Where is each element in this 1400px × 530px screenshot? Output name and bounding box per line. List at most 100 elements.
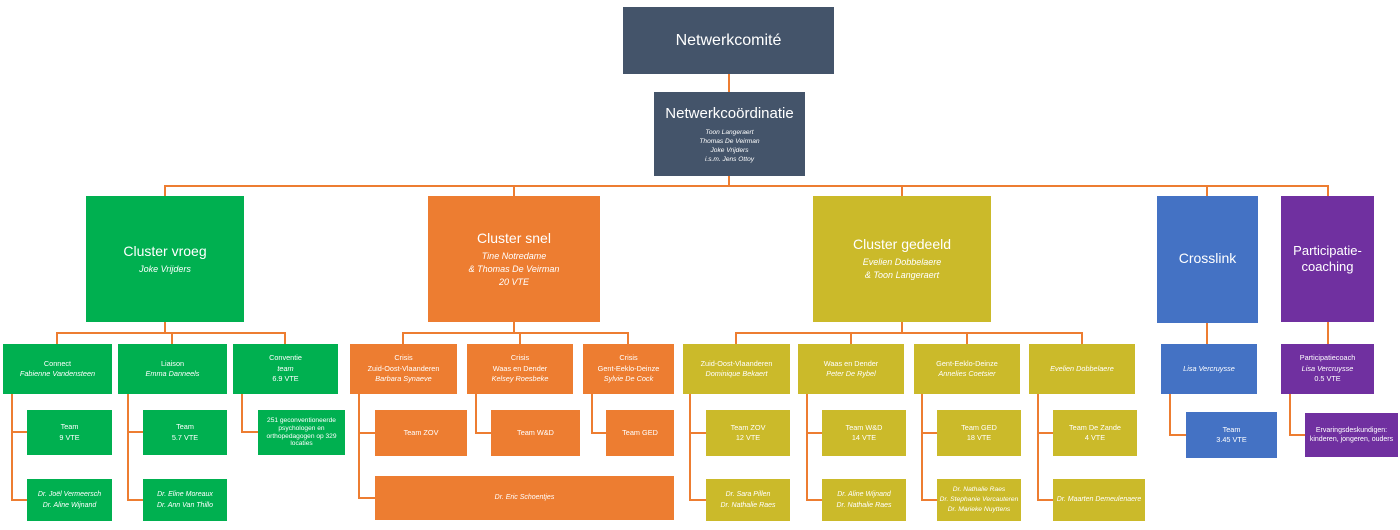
team-label: Team ZOV (730, 422, 766, 432)
connector-participatie (1289, 321, 1329, 436)
cluster-fte: 20 VTE (498, 276, 529, 287)
team-label: Team (176, 422, 194, 431)
gedeeld-team-zov-box: Team ZOV 12 VTE (706, 410, 790, 456)
unit-lead: Lisa Vercruysse (1183, 363, 1235, 373)
unit-region: Waas en Dender (492, 363, 548, 373)
connector-cluster-vroeg (11, 321, 286, 501)
team-label: Team W&D (845, 422, 883, 432)
coach-name: Lisa Vercruysse (1301, 363, 1354, 373)
unit-type: Crisis (510, 353, 530, 363)
unit-name: Conventie (269, 353, 302, 363)
unit-name: Liaison (160, 358, 185, 368)
doctor-name: Dr. Aline Wijnand (42, 502, 97, 509)
unit-type: Crisis (394, 353, 413, 363)
unit-lead: Dominique Bekaert (705, 369, 768, 378)
gedeeld-wd-doctors-box: Dr. Aline Wijnand Dr. Nathalie Raes (822, 479, 906, 521)
gedeeld-dezande-doctors-box: Dr. Maarten Demeulenaere (1053, 479, 1145, 521)
team-label: Team W&D (517, 427, 554, 437)
unit-region: Zuid-Oost-Vlaanderen (367, 363, 440, 373)
connector-cluster-snel (358, 321, 629, 499)
liaison-box: Liaison Emma Danneels (118, 344, 227, 394)
gedeeld-zov-box: Zuid-Oost-Vlaanderen Dominique Bekaert (683, 344, 790, 394)
gedeeld-team-ged-box: Team GED 18 VTE (937, 410, 1021, 456)
cluster-lead: Tine Notredame (481, 250, 547, 261)
crisis-wd-box: Crisis Waas en Dender Kelsey Roesbeke (467, 344, 573, 394)
unit-lead: Evelien Dobbelaere (1050, 363, 1114, 373)
connector-crosslink (1169, 322, 1208, 436)
doctor-name: Dr. Maarten Demeulenaere (1056, 496, 1142, 504)
gedeeld-wd-box: Waas en Dender Peter De Rybel (798, 344, 904, 394)
cluster-title: Cluster vroeg (123, 242, 207, 259)
cluster-lead: Evelien Dobbelaere (862, 257, 942, 267)
gedeeld-ged-box: Gent-Eeklo-Deinze Annelies Coetsier (914, 344, 1020, 394)
unit-fte: 6.9 VTE (272, 374, 299, 384)
doctor-name: Dr. Marieke Nuyttens (947, 506, 1011, 513)
snel-team-ged-box: Team GED (606, 410, 674, 456)
coach-role: Participatiecoach (1299, 353, 1356, 363)
conventie-team-box: 251 geconventioneerde psychologen en ort… (258, 410, 345, 455)
connect-doctors-box: Dr. Joël Vermeersch Dr. Aline Wijnand (27, 479, 112, 521)
participatiecoaching-box: Participatie- coaching (1281, 196, 1374, 322)
connector-top-level (164, 73, 1329, 197)
cluster-lead: Joke Vrijders (139, 263, 191, 274)
unit-lead: Annelies Coetsier (938, 369, 996, 378)
unit-region: Gent-Eeklo-Deinze (597, 363, 660, 373)
crosslink-box: Crosslink (1157, 196, 1258, 323)
netwerkcomite-title: Netwerkcomité (675, 31, 782, 49)
participatie-title: coaching (1301, 259, 1354, 274)
team-fte: 3.45 VTE (1216, 435, 1247, 444)
cluster-title: Cluster snel (477, 229, 551, 246)
netwerkcoordinatie-box: Netwerkcoördinatie Toon Langeraert Thoma… (654, 92, 805, 176)
cluster-snel-box: Cluster snel Tine Notredame & Thomas De … (428, 196, 600, 322)
team-fte: 5.7 VTE (171, 432, 199, 442)
crisis-zov-box: Crisis Zuid-Oost-Vlaanderen Barbara Syna… (350, 344, 457, 394)
unit-lead: Sylvie De Cock (603, 374, 654, 384)
ervaringsdeskundigen-box: Ervaringsdeskundigen: kinderen, jongeren… (1305, 413, 1398, 457)
connect-box: Connect Fabienne Vandensteen (3, 344, 112, 394)
conventie-description: 251 geconventioneerde (267, 416, 336, 424)
cluster-gedeeld-box: Cluster gedeeld Evelien Dobbelaere & Too… (813, 196, 991, 322)
participatiecoach-box: Participatiecoach Lisa Vercruysse 0.5 VT… (1281, 344, 1374, 394)
doctor-name: Dr. Eline Moreaux (157, 490, 213, 498)
coordinator-name: Joke Vrijders (710, 146, 749, 154)
team-label: Team (60, 422, 79, 431)
doctor-name: Dr. Stephanie Vercauteren (939, 496, 1019, 503)
crosslink-team-box: Team 3.45 VTE (1186, 412, 1277, 458)
connect-team-box: Team 9 VTE (27, 410, 112, 455)
unit-lead: Fabienne Vandensteen (19, 369, 96, 378)
unit-region: Waas en Dender (823, 358, 879, 368)
doctor-name: Dr. Nathalie Raes (720, 502, 776, 509)
liaison-team-box: Team 5.7 VTE (143, 410, 227, 455)
team-fte: 9 VTE (59, 432, 80, 442)
team-fte: 4 VTE (1084, 433, 1106, 442)
doctor-name: Dr. Nathalie Raes (836, 502, 892, 509)
conventie-description: orthopedagogen op 329 (266, 432, 337, 440)
coordinator-name: Toon Langeraert (705, 128, 754, 136)
gedeeld-team-dezande-box: Team De Zande 4 VTE (1053, 410, 1137, 456)
team-fte: 12 VTE (735, 433, 761, 442)
experts-groups: kinderen, jongeren, ouders (1309, 436, 1394, 443)
netwerkcoordinatie-title: Netwerkcoördinatie (665, 104, 794, 122)
cluster-lead: & Thomas De Veirman (468, 263, 560, 274)
cluster-vroeg-box: Cluster vroeg Joke Vrijders (86, 196, 244, 322)
snel-doctor-box: Dr. Eric Schoentjes (375, 476, 674, 520)
unit-lead: Kelsey Roesbeke (491, 374, 549, 384)
netwerkcomite-box: Netwerkcomité (623, 7, 834, 74)
unit-subtitle: team (277, 363, 294, 373)
unit-name: Connect (43, 358, 72, 368)
unit-lead: Peter De Rybel (826, 369, 876, 378)
unit-lead: Barbara Synaeve (375, 374, 432, 384)
snel-team-wd-box: Team W&D (491, 410, 580, 456)
team-label: Team GED (622, 427, 658, 437)
gedeeld-dezande-box: Evelien Dobbelaere (1029, 344, 1135, 394)
gedeeld-zov-doctors-box: Dr. Sara Pillen Dr. Nathalie Raes (706, 479, 790, 521)
team-label: Team De Zande (1069, 422, 1121, 432)
doctor-name: Dr. Ann Van Thillo (156, 502, 214, 509)
gedeeld-ged-doctors-box: Dr. Nathalie Raes Dr. Stephanie Vercaute… (937, 479, 1021, 521)
snel-team-zov-box: Team ZOV (375, 410, 467, 456)
team-label: Team (1222, 424, 1241, 434)
doctor-name: Dr. Sara Pillen (725, 490, 771, 498)
crisis-ged-box: Crisis Gent-Eeklo-Deinze Sylvie De Cock (583, 344, 674, 394)
crosslink-title: Crosslink (1178, 249, 1237, 266)
